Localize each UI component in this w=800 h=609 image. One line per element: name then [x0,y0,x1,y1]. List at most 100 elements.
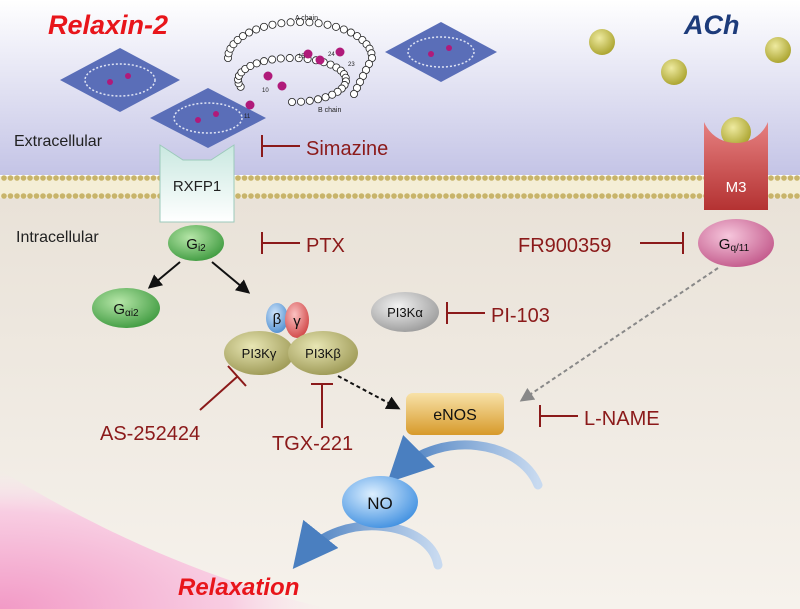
amino-acid-bead [278,20,285,27]
lipid-head [476,175,482,181]
lipid-head [567,175,573,181]
lipid-head [612,193,618,199]
lipid-head [398,175,404,181]
lipid-head [125,193,131,199]
rxfp1-label: RXFP1 [173,178,221,195]
lipid-head [599,175,605,181]
amino-acid-bead [260,23,267,30]
lipid-head [456,175,462,181]
lipid-head [547,175,553,181]
amino-acid-bead [297,98,304,105]
lipid-head [339,193,345,199]
lipid-head [521,193,527,199]
amino-acid-bead [269,21,276,28]
lipid-head [534,193,540,199]
lipid-head [372,193,378,199]
lipid-head [482,193,488,199]
lipid-head [593,193,599,199]
lipid-head [508,175,514,181]
lipid-head [547,193,553,199]
amino-acid-bead [269,56,276,63]
lipid-head [287,193,293,199]
lipid-head [690,193,696,199]
lipid-head [534,175,540,181]
lipid-head [248,175,254,181]
enos-label: eNOS [433,407,477,424]
tgx221-label: TGX-221 [272,433,353,455]
lipid-head [8,175,14,181]
lipid-head [463,175,469,181]
lipid-head [73,175,79,181]
lipid-head [645,193,651,199]
lipid-head [502,193,508,199]
lipid-head [560,175,566,181]
lipid-head [268,193,274,199]
lipid-head [14,175,20,181]
a-chain-label: A chain [295,15,318,22]
lipid-head [580,175,586,181]
lipid-head [443,193,449,199]
lipid-head [313,175,319,181]
lname-label: L-NAME [584,408,660,430]
pi103-label: PI-103 [491,305,550,327]
lipid-head [775,175,781,181]
lipid-head [300,193,306,199]
lipid-head [60,193,66,199]
lipid-head [599,193,605,199]
lipid-head [430,193,436,199]
lipid-head [528,175,534,181]
lipid-head [86,175,92,181]
lipid-head [469,175,475,181]
lipid-head [242,193,248,199]
ach-molecule-3 [765,37,791,63]
lipid-head [255,175,261,181]
lipid-head [456,193,462,199]
lipid-head [541,175,547,181]
lipid-head [632,193,638,199]
lipid-head [625,175,631,181]
lipid-head [352,175,358,181]
lipid-head [495,175,501,181]
lipid-head [404,193,410,199]
lipid-head [86,193,92,199]
lipid-head [60,175,66,181]
lipid-head [8,193,14,199]
pi3k-gamma-label: PI3Kγ [242,346,277,361]
lipid-head [489,175,495,181]
lipid-head [131,175,137,181]
gamma-label: γ [293,313,301,330]
lipid-head [281,175,287,181]
lipid-head [333,193,339,199]
lipid-head [294,193,300,199]
lipid-head [40,175,46,181]
lipid-head [508,193,514,199]
lipid-head [138,175,144,181]
pi3k-beta-label: PI3Kβ [305,346,341,361]
amino-acid-bead [332,23,339,30]
lipid-head [261,193,267,199]
lipid-head [677,175,683,181]
lipid-head [281,193,287,199]
lipid-head [619,175,625,181]
lipid-head [1,175,7,181]
lipid-head [235,193,241,199]
lipid-head [391,193,397,199]
lipid-head [450,193,456,199]
lipid-head [677,193,683,199]
lipid-head [53,175,59,181]
lipid-head [482,175,488,181]
beta-label: β [273,311,282,328]
lipid-head [73,193,79,199]
lipid-head [274,175,280,181]
lipid-head [79,175,85,181]
amino-acid-bead [253,60,260,67]
lipid-head [398,193,404,199]
lipid-head [638,175,644,181]
m3-label: M3 [726,179,747,196]
relaxation-label: Relaxation [178,574,299,601]
ach-label: ACh [683,10,740,40]
lipid-head [794,175,800,181]
b-chain-label: B chain [318,107,341,114]
lipid-head [417,175,423,181]
lipid-head [287,175,293,181]
